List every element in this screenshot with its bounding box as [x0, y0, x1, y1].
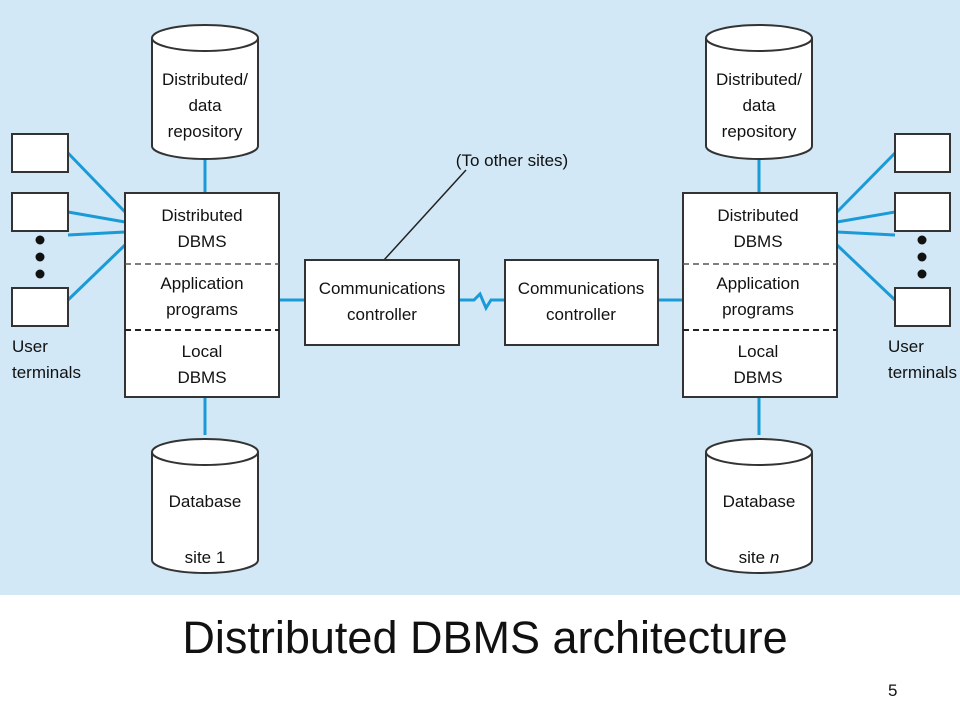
controller-label: Communications — [319, 279, 446, 298]
connector-terminal-nd — [835, 243, 897, 302]
distributed-dbms-label: Distributed — [717, 206, 798, 225]
repository-label-line-3: repository — [168, 122, 243, 141]
repository-cylinder-body — [151, 38, 259, 160]
user-terminals-site-1: User terminals — [11, 133, 81, 382]
database-site-label: site 1 — [185, 548, 226, 567]
connector-terminal-1a — [66, 151, 127, 214]
repository-label-line-3: repository — [722, 122, 797, 141]
controller-box — [504, 259, 659, 346]
database-site-word: site — [739, 548, 765, 567]
connector-terminal-1c — [67, 230, 126, 237]
connector-lines — [66, 151, 897, 435]
user-terminal-box — [894, 287, 951, 327]
user-terminals-label-line-2: terminals — [12, 363, 81, 382]
application-programs-label: Application — [160, 274, 243, 293]
local-dbms-label-line-2: DBMS — [733, 368, 782, 387]
user-terminals-label: User — [888, 337, 924, 356]
ellipsis-dot — [917, 252, 927, 262]
repository-cylinder-top — [705, 24, 813, 52]
ellipsis-dot — [35, 269, 45, 279]
ellipsis-dot — [917, 235, 927, 245]
database-label: Database — [169, 492, 242, 511]
distributed-dbms-label-line-2: DBMS — [733, 232, 782, 251]
database-cylinder-body — [151, 452, 259, 574]
controller-label: Communications — [518, 279, 645, 298]
database-cylinder-top — [151, 438, 259, 466]
distributed-dbms-label-line-2: DBMS — [177, 232, 226, 251]
controller-box — [304, 259, 460, 346]
local-dbms-label-line-2: DBMS — [177, 368, 226, 387]
database-cylinder-top — [705, 438, 813, 466]
local-dbms-label: Local — [738, 342, 779, 361]
controller-label-line-2: controller — [347, 305, 417, 324]
distributed-dbms-label: Distributed — [161, 206, 242, 225]
connector-terminal-na — [835, 151, 897, 214]
site-1-dbms-stack: Distributed DBMS Application programs Lo… — [124, 192, 280, 398]
database-cylinder-site-1: Database site 1 — [151, 438, 259, 574]
application-programs-label: Application — [716, 274, 799, 293]
application-programs-label-line-2: programs — [722, 300, 794, 319]
user-terminals-site-n: User terminals — [888, 133, 957, 382]
repository-label-line-2: data — [742, 96, 776, 115]
communications-controller-site-1: Communications controller — [304, 259, 460, 346]
link-zigzag — [459, 291, 505, 312]
repository-label-line-2: data — [188, 96, 222, 115]
repository-cylinder-body — [705, 38, 813, 160]
user-terminals-label-line-2: terminals — [888, 363, 957, 382]
database-label: Database — [723, 492, 796, 511]
database-site-label: site n — [739, 548, 780, 567]
controller-label-line-2: controller — [546, 305, 616, 324]
connector-terminal-nc — [836, 230, 896, 237]
user-terminals-label: User — [12, 337, 48, 356]
repository-cylinder-top — [151, 24, 259, 52]
ellipsis-dot — [917, 269, 927, 279]
database-cylinder-body — [705, 452, 813, 574]
connector-terminal-1b — [67, 210, 126, 224]
user-terminal-box — [11, 133, 69, 173]
other-sites-pointer — [383, 169, 467, 261]
repository-label-line-1: Distributed/ — [716, 70, 802, 89]
repository-cylinder-site-1: Distributed/ data repository — [151, 24, 259, 160]
user-terminal-box — [11, 192, 69, 232]
ellipsis-dot — [35, 235, 45, 245]
connector-terminal-1d — [66, 243, 127, 302]
user-terminal-box — [894, 133, 951, 173]
repository-label-line-1: Distributed/ — [162, 70, 248, 89]
page-number: 5 — [888, 681, 898, 700]
user-terminal-box — [11, 287, 69, 327]
local-dbms-label: Local — [182, 342, 223, 361]
site-n-dbms-stack: Distributed DBMS Application programs Lo… — [682, 192, 838, 398]
dbms-stack-box — [124, 192, 280, 398]
application-programs-label-line-2: programs — [166, 300, 238, 319]
other-sites-label: (To other sites) — [456, 151, 568, 170]
database-site-variable: n — [770, 548, 779, 567]
dbms-stack-box — [682, 192, 838, 398]
communications-controller-site-n: Communications controller — [504, 259, 659, 346]
user-terminal-box — [894, 192, 951, 232]
database-cylinder-site-n: Database site n — [705, 438, 813, 574]
slide-title: Distributed DBMS architecture — [182, 612, 788, 663]
ellipsis-dot — [35, 252, 45, 262]
connector-terminal-nb — [836, 210, 896, 224]
repository-cylinder-site-n: Distributed/ data repository — [705, 24, 813, 160]
